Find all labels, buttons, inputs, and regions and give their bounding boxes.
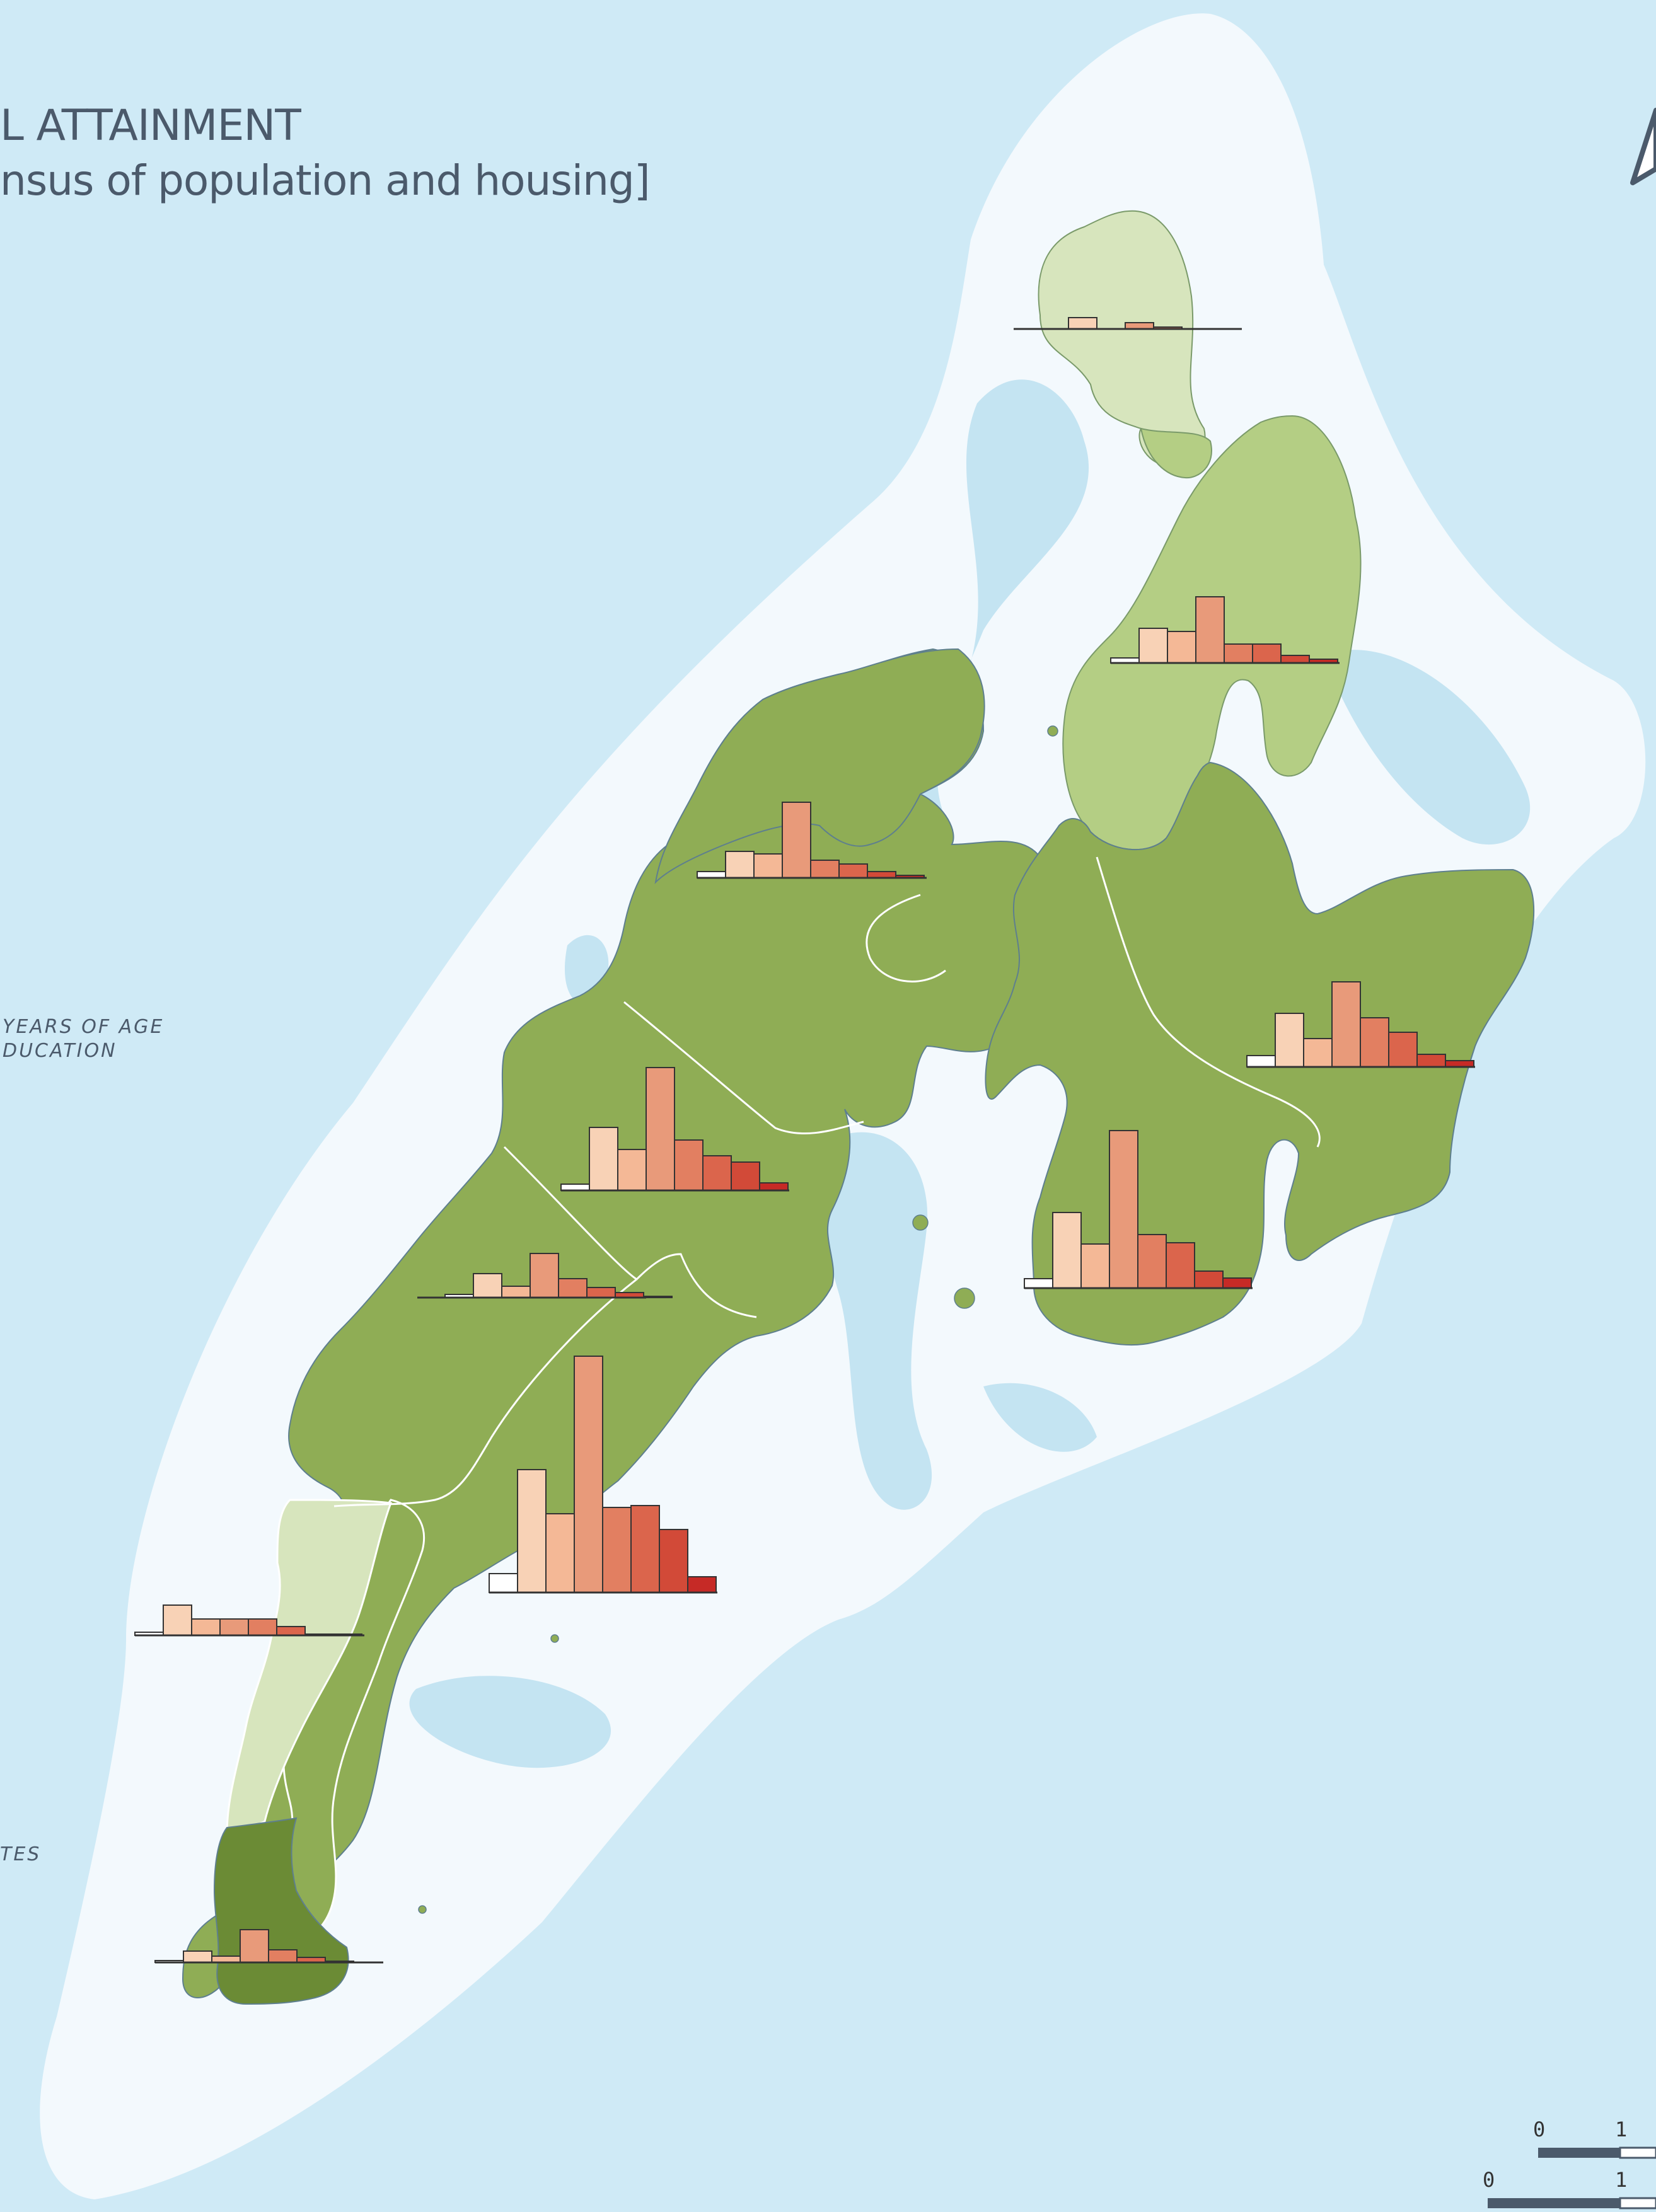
bar-south-central-8 [687, 1576, 717, 1593]
bar-chart-central [560, 1067, 789, 1192]
bar-central-3 [617, 1149, 647, 1191]
bar-far-south-2 [183, 1950, 212, 1963]
bar-southeast-7 [1194, 1270, 1224, 1289]
bar-northeast-7 [1280, 655, 1310, 664]
bar-northwest-4 [782, 802, 811, 878]
bar-central-6 [702, 1155, 732, 1191]
bar-southeast-8 [1222, 1277, 1252, 1289]
bar-chart-far-south [154, 1929, 383, 1964]
bar-northwest-2 [725, 851, 755, 878]
bar-south-central-6 [630, 1505, 660, 1593]
legend-line-age: YEARS OF AGE [3, 1016, 165, 1038]
bar-southeast-4 [1109, 1130, 1138, 1289]
scale-bar-icon [1488, 2146, 1656, 2209]
bar-central-7 [731, 1161, 760, 1191]
small-islets [418, 725, 1058, 1914]
bar-chart-north-islet [1014, 317, 1242, 330]
island-north [1038, 210, 1206, 468]
bar-south-central-1 [489, 1573, 518, 1593]
bar-south-central-5 [602, 1507, 632, 1593]
bar-east-5 [1360, 1017, 1389, 1068]
bar-southeast-1 [1024, 1278, 1053, 1289]
bar-east-6 [1388, 1032, 1418, 1068]
legend-line-sites: TES [0, 1843, 42, 1865]
bar-northwest-3 [753, 853, 783, 878]
bar-southwest-6 [276, 1626, 306, 1636]
map-subtitle: nsus of population and housing] [0, 156, 651, 205]
bar-west-5 [558, 1278, 588, 1298]
bar-southeast-6 [1166, 1242, 1195, 1289]
bar-west-3 [501, 1286, 531, 1298]
bar-chart-southeast [1024, 1130, 1253, 1289]
bar-southwest-4 [219, 1618, 249, 1636]
bar-chart-northeast [1110, 596, 1340, 664]
bar-central-2 [589, 1127, 618, 1191]
bar-southeast-5 [1137, 1234, 1167, 1289]
bar-central-5 [674, 1139, 704, 1191]
bar-north-islet-2 [1068, 317, 1097, 330]
bar-west-4 [530, 1253, 559, 1298]
bar-south-central-3 [545, 1513, 575, 1593]
bar-east-7 [1416, 1054, 1446, 1068]
boundary-lines [333, 856, 1321, 1507]
bar-central-4 [646, 1067, 675, 1191]
bar-chart-southwest [134, 1604, 364, 1637]
scale-label-0-lower: 0 [1483, 2168, 1495, 2192]
bar-chart-northwest [697, 802, 927, 879]
north-arrow-icon [1630, 108, 1656, 185]
bar-east-2 [1275, 1013, 1304, 1068]
bar-chart-south-central [489, 1356, 717, 1594]
scale-label-0: 0 [1533, 2117, 1546, 2141]
bar-far-south-4 [240, 1929, 269, 1963]
bar-southwest-3 [191, 1618, 221, 1636]
bar-south-central-2 [517, 1469, 547, 1593]
bar-northeast-4 [1195, 596, 1225, 664]
bar-southwest-5 [248, 1618, 277, 1636]
bar-northeast-3 [1167, 631, 1196, 664]
bar-chart-west [417, 1253, 673, 1299]
bar-northwest-5 [810, 860, 840, 878]
bar-northeast-6 [1252, 643, 1282, 664]
scale-label-1-lower: 1 [1615, 2168, 1628, 2192]
bar-west-8 [643, 1296, 673, 1298]
regional-bar-charts [134, 317, 1475, 1964]
bar-central-8 [759, 1182, 789, 1191]
map-title: L ATTAINMENT [0, 101, 301, 151]
bar-west-6 [586, 1287, 616, 1298]
bar-south-central-4 [574, 1356, 603, 1593]
bar-southeast-2 [1052, 1212, 1082, 1289]
bar-southwest-2 [163, 1604, 192, 1636]
legend-line-education: DUCATION [3, 1040, 117, 1062]
scale-label-1: 1 [1615, 2117, 1628, 2141]
bar-southeast-3 [1080, 1243, 1110, 1289]
bar-west-2 [473, 1273, 502, 1298]
bar-northeast-2 [1138, 628, 1168, 664]
island-northwest [654, 648, 985, 884]
shallows [409, 379, 1531, 1768]
bar-far-south-5 [268, 1949, 298, 1963]
bar-south-central-7 [659, 1529, 688, 1593]
bar-northeast-5 [1224, 643, 1253, 664]
island-north-tail [1140, 427, 1212, 479]
bar-east-3 [1303, 1038, 1333, 1068]
bar-northwest-6 [838, 863, 868, 878]
bar-east-1 [1246, 1055, 1276, 1068]
bar-chart-east [1246, 981, 1475, 1068]
bar-east-4 [1331, 981, 1361, 1068]
